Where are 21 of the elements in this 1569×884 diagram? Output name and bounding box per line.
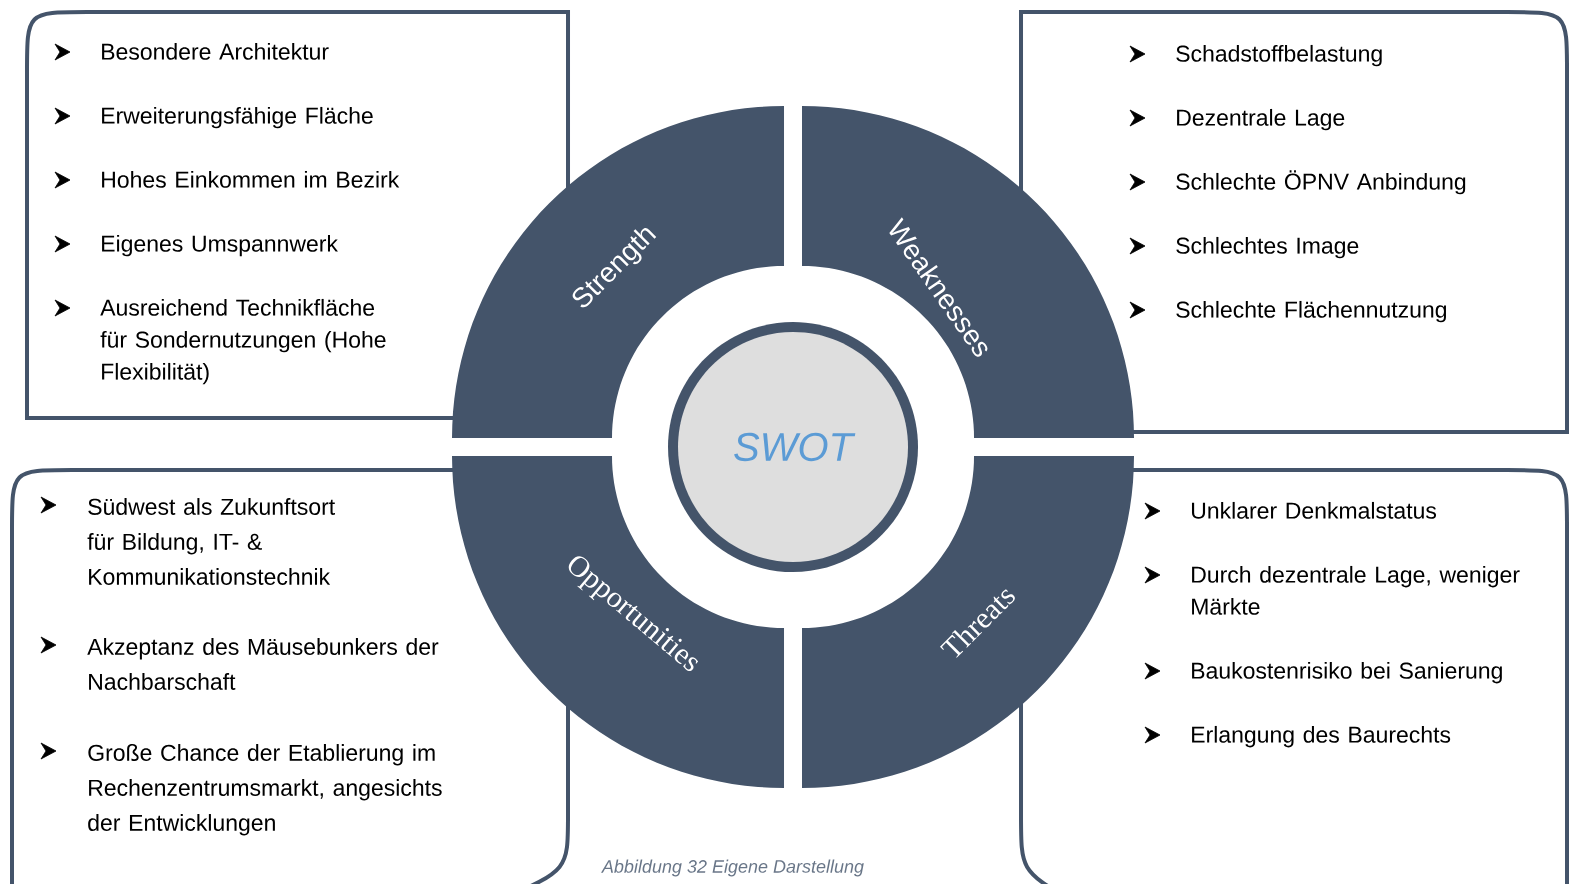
list-item: Akzeptanz des Mäusebunkers der Nachbarschaft: [87, 638, 439, 690]
list-item: Baukostenrisiko bei Sanierung: [1192, 661, 1502, 684]
list-box: [1019, 468, 1569, 884]
list-item: Schadstoffbelastung: [1176, 44, 1382, 67]
list-item: Große Chance der Etablierung im Rechenzentrumsmarkt, angesichts der Entwicklungen: [88, 744, 442, 836]
caption: Abbildung 32 Eigene Darstellung: [601, 859, 864, 877]
list-item: Hohes Einkommen im Bezirk: [102, 170, 400, 188]
list-item: Durch dezentrale Lage, weniger Märkte: [1192, 565, 1520, 615]
list-item: Erweiterungsfähige Fläche: [102, 106, 373, 129]
list-item: Schlechte ÖPNV Anbindung: [1176, 170, 1466, 195]
list-item: Südwest als Zukunftsort für Bildung, IT- & Kommunikationstechnik: [87, 498, 335, 585]
list-item: Schlechtes Image: [1176, 236, 1359, 259]
list-item: Dezentrale Lage: [1177, 108, 1345, 131]
list-item: Besondere Architektur: [102, 42, 329, 60]
list-box: [25, 10, 570, 420]
list-item: Eigenes Umspannwerk: [102, 234, 338, 257]
list-item: Unklarer Denkmalstatus: [1192, 501, 1437, 519]
list-item: Ausreichend Technikfläche für Sondernutzungen (Hohe Flexibilität): [100, 298, 386, 385]
list-item: Schlechte Flächennutzung: [1176, 300, 1447, 323]
list-item: Erlangung des Baurechts: [1192, 725, 1451, 748]
list-box: [1019, 10, 1569, 434]
